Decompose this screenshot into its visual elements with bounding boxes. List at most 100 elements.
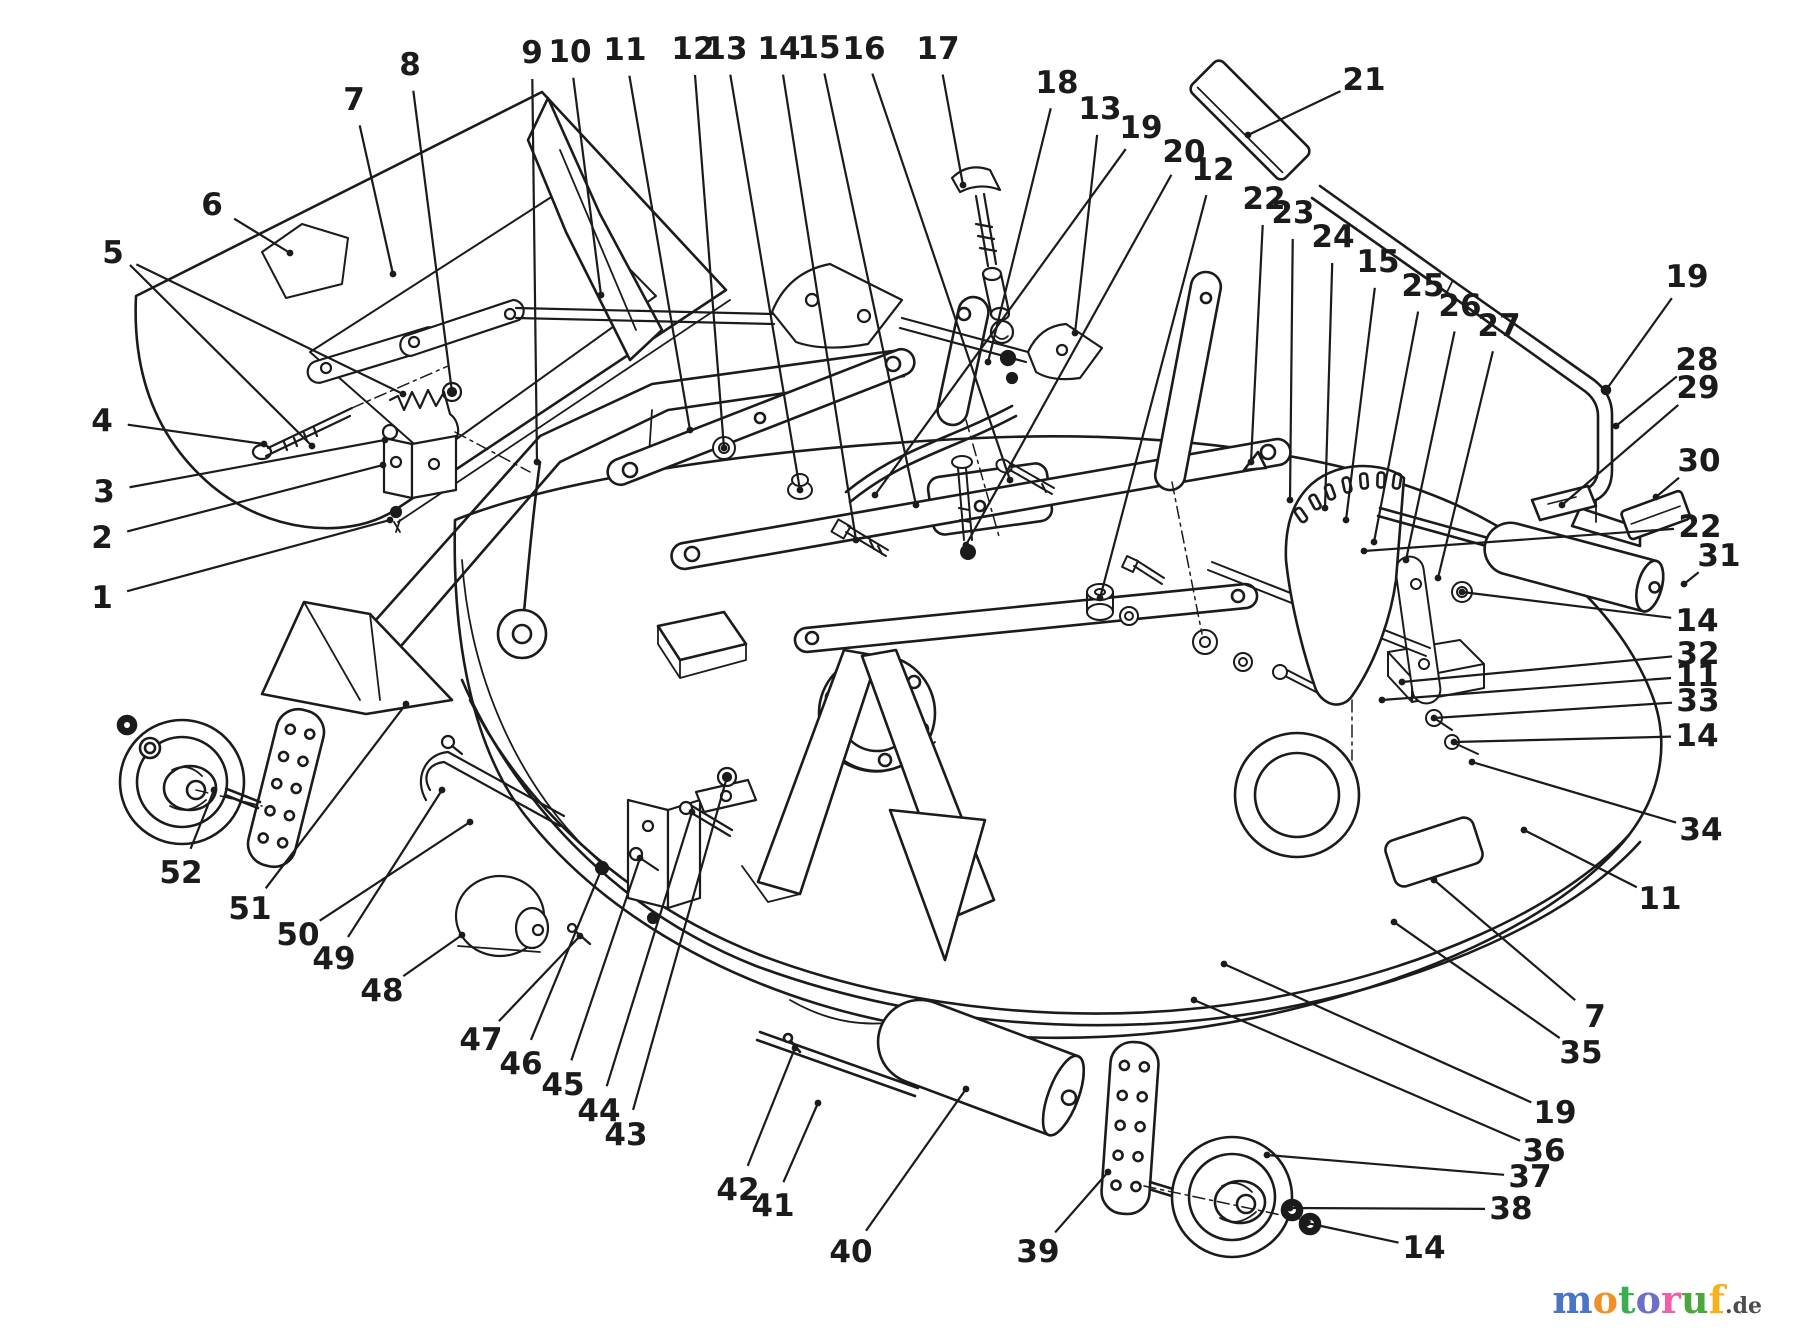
callout-10: 10 bbox=[548, 34, 591, 70]
callout-44: 44 bbox=[577, 1093, 620, 1129]
leader-line bbox=[127, 423, 265, 446]
leader-dot bbox=[984, 358, 992, 366]
leader-line bbox=[531, 78, 539, 463]
leader-dot bbox=[1612, 422, 1620, 430]
leader-line bbox=[572, 77, 603, 296]
callout-33: 33 bbox=[1676, 683, 1719, 719]
leader-line bbox=[126, 463, 384, 533]
leader-dot bbox=[959, 181, 967, 189]
callout-35: 35 bbox=[1559, 1035, 1602, 1071]
callout-5: 5 bbox=[102, 235, 124, 271]
leader-line bbox=[605, 811, 694, 1087]
leader-line bbox=[1605, 297, 1673, 391]
leader-dot bbox=[598, 864, 606, 872]
leader-dot bbox=[1247, 458, 1255, 466]
leader-dot bbox=[308, 442, 316, 450]
leader-dot bbox=[1458, 588, 1466, 596]
callout-29: 29 bbox=[1676, 370, 1719, 406]
leader-dot bbox=[576, 932, 584, 940]
leader-line bbox=[1344, 287, 1376, 521]
leader-line bbox=[1249, 224, 1264, 463]
rear-handle bbox=[1189, 59, 1692, 548]
callout-13: 13 bbox=[704, 31, 747, 67]
leader-dot bbox=[1652, 493, 1660, 501]
leader-line bbox=[865, 1088, 967, 1232]
leader-line bbox=[264, 703, 407, 889]
leader-dot bbox=[1096, 594, 1104, 602]
leader-dot bbox=[1190, 996, 1198, 1004]
leader-line bbox=[1288, 238, 1294, 501]
leader-line bbox=[1433, 879, 1576, 1001]
leader-line bbox=[1054, 1171, 1109, 1234]
stabilizer-bars bbox=[606, 270, 1292, 654]
callout-7: 7 bbox=[343, 82, 365, 118]
leader-line bbox=[358, 125, 395, 275]
leader-line bbox=[1289, 1206, 1486, 1210]
leader-dot bbox=[1520, 826, 1528, 834]
leader-dot bbox=[399, 390, 407, 398]
leader-line bbox=[1247, 90, 1341, 136]
callout-11: 11 bbox=[603, 32, 646, 68]
callout-12: 12 bbox=[1191, 152, 1234, 188]
leader-dot bbox=[379, 461, 387, 469]
leader-line bbox=[941, 74, 965, 186]
leader-dot bbox=[1430, 714, 1438, 722]
callout-11: 11 bbox=[1638, 881, 1681, 917]
leader-dot bbox=[1558, 501, 1566, 509]
callout-43: 43 bbox=[604, 1117, 647, 1153]
cover-fin bbox=[526, 96, 664, 362]
leader-line bbox=[1098, 194, 1208, 599]
leader-line bbox=[189, 789, 216, 850]
leader-line bbox=[498, 935, 581, 1022]
leader-line bbox=[1404, 331, 1456, 561]
leader-dot bbox=[597, 291, 605, 299]
leader-line bbox=[782, 1102, 820, 1183]
callout-7: 7 bbox=[1584, 999, 1606, 1035]
leader-dot bbox=[1286, 496, 1294, 504]
leader-line bbox=[965, 174, 1173, 546]
leader-dot bbox=[1303, 1219, 1311, 1227]
leader-dot bbox=[458, 931, 466, 939]
leader-dot bbox=[912, 501, 920, 509]
callout-30: 30 bbox=[1677, 443, 1720, 479]
rear-roller bbox=[1376, 506, 1665, 613]
leader-dot bbox=[688, 808, 696, 816]
leader-line bbox=[693, 74, 726, 449]
leader-line bbox=[1223, 962, 1532, 1104]
callout-12: 12 bbox=[671, 31, 714, 67]
leader-line bbox=[1381, 676, 1672, 702]
leader-dot bbox=[1071, 329, 1079, 337]
leader-dot bbox=[1390, 918, 1398, 926]
leader-dot bbox=[962, 541, 970, 549]
leader-dot bbox=[448, 388, 456, 396]
leader-dot bbox=[636, 854, 644, 862]
leader-line bbox=[1193, 998, 1521, 1142]
callout-52: 52 bbox=[159, 855, 202, 891]
leader-line bbox=[632, 776, 729, 1111]
callout-11: 11 bbox=[1675, 658, 1718, 694]
leader-dot bbox=[1360, 547, 1368, 555]
callout-4: 4 bbox=[91, 403, 113, 439]
leader-dot bbox=[1680, 580, 1688, 588]
leader-line bbox=[1461, 590, 1672, 619]
height-indicator-fin bbox=[1171, 464, 1406, 761]
leader-dot bbox=[1450, 738, 1458, 746]
leader-line bbox=[1393, 921, 1561, 1039]
leader-dot bbox=[1370, 538, 1378, 546]
leader-dot bbox=[286, 249, 294, 257]
leader-dot bbox=[814, 1099, 822, 1107]
leader-dot bbox=[791, 1044, 799, 1052]
leader-dot bbox=[962, 1085, 970, 1093]
front-roller bbox=[755, 998, 1086, 1137]
leader-dot bbox=[210, 786, 218, 794]
leader-dot bbox=[1006, 476, 1014, 484]
leader-line bbox=[729, 74, 802, 491]
leader-line bbox=[135, 263, 404, 395]
leader-line bbox=[746, 1047, 797, 1167]
mower-deck bbox=[453, 435, 1663, 1040]
leader-line bbox=[781, 74, 858, 541]
leader-dot bbox=[1434, 574, 1442, 582]
callout-39: 39 bbox=[1016, 1234, 1059, 1270]
